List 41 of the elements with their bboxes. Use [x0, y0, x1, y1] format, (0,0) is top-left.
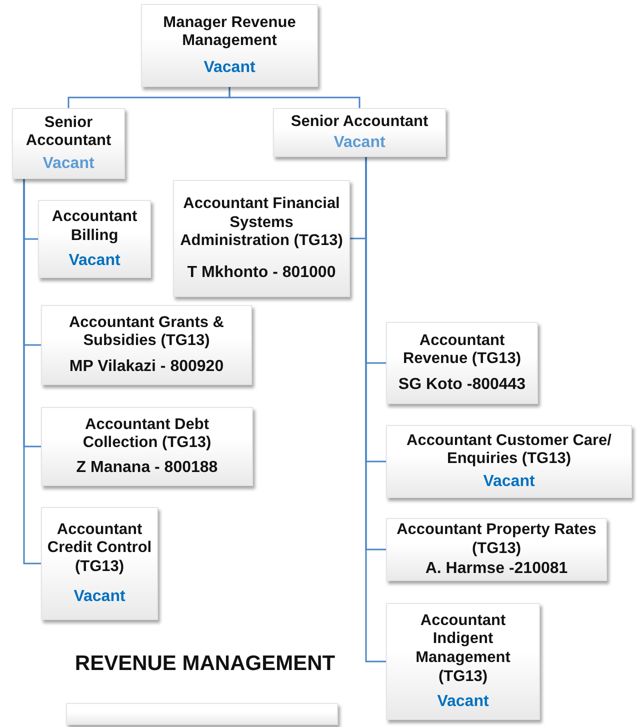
position-box [273, 108, 446, 157]
position-title: Accountant Grants & Subsidies (TG13) [68, 314, 225, 352]
position-box [141, 4, 318, 87]
position-title: Accountant Financial Systems Administration (TG13) [179, 195, 344, 251]
position-title: Manager Revenue Management [162, 14, 297, 52]
position-box [386, 518, 607, 581]
position-box [38, 200, 151, 278]
vacancy-status: Vacant [483, 472, 535, 492]
vacancy-status: Vacant [334, 133, 386, 152]
position-box [173, 180, 350, 297]
position-title: Accountant Revenue (TG13) [402, 332, 522, 369]
position-box [12, 108, 125, 179]
vacancy-status: Vacant [437, 692, 489, 712]
position-title: Accountant Indigent Management (TG13) [414, 612, 512, 686]
chart-title: REVENUE MANAGEMENT [74, 652, 336, 676]
incumbent-name: A. Harmse -210081 [425, 558, 568, 578]
incumbent-name: Z Manana - 800188 [76, 458, 218, 478]
position-title: Senior Accountant [24, 114, 112, 152]
connector-line [23, 179, 41, 564]
position-box [386, 603, 540, 720]
incumbent-name: MP Vilakazi - 800920 [69, 356, 224, 376]
position-box [41, 305, 252, 385]
position-box [386, 322, 538, 404]
connector-line [228, 87, 360, 108]
position-title: Accountant Customer Care/ Enquiries (TG13) [406, 432, 612, 469]
connector-line [365, 157, 386, 662]
incumbent-name: SG Koto -800443 [398, 375, 526, 394]
vacancy-status: Vacant [204, 58, 256, 78]
position-title: Accountant Property Rates (TG13) [396, 521, 598, 558]
position-title: Senior Accountant [290, 112, 428, 132]
position-box [41, 407, 253, 486]
position-box [41, 507, 158, 620]
vacancy-status: Vacant [42, 154, 94, 174]
vacancy-status: Vacant [74, 587, 126, 606]
position-box [386, 425, 632, 498]
empty-box [66, 703, 338, 725]
vacancy-status: Vacant [68, 250, 120, 270]
position-title: Accountant Credit Control (TG13) [46, 520, 153, 576]
position-title: Accountant Debt Collection (TG13) [82, 416, 212, 453]
incumbent-name: T Mkhonto - 801000 [187, 262, 336, 282]
position-title: Accountant Billing [50, 208, 138, 246]
